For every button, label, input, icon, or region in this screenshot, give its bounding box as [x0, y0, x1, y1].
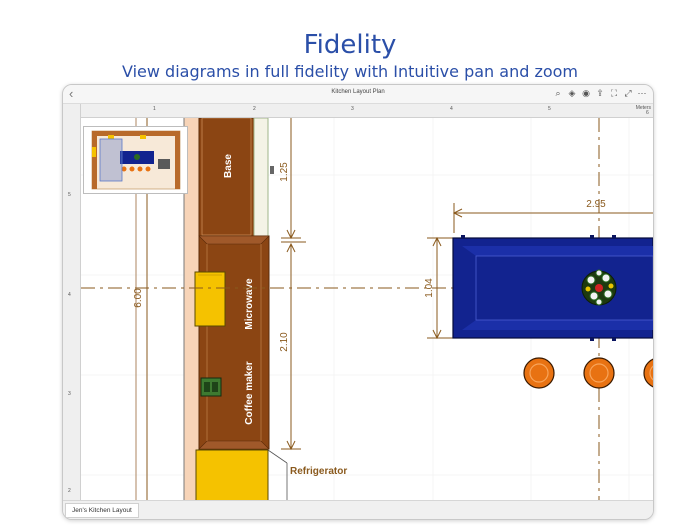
- dimension-middle: [281, 242, 301, 451]
- toolbar-icons: ⌕ ◈ ◉ ⇪ ⛶ ⤢ ⋯: [553, 88, 647, 98]
- ruler-tick-label: 2: [253, 106, 256, 112]
- ruler-tick-label: 6: [646, 110, 649, 116]
- ruler-tick-label: 1: [153, 106, 156, 112]
- ruler-tick-label: 4: [450, 106, 453, 112]
- document-title: Kitchen Layout Plan: [331, 89, 385, 95]
- stool: [643, 358, 653, 388]
- kitchen-diagram: Base Microwave Coffee maker Refrigerator: [81, 118, 653, 500]
- minimap-thumbnail: [91, 130, 181, 190]
- dimension-island-depth-label: 1.04: [424, 278, 435, 298]
- eye-icon[interactable]: ◉: [582, 88, 590, 98]
- ruler-top: 1 2 3 4 5 6 Meters: [81, 104, 653, 118]
- minimap-viewport: [99, 138, 123, 182]
- dimension-upper: [281, 118, 306, 243]
- dimension-middle-label: 2.10: [279, 332, 290, 352]
- diagram-canvas[interactable]: Base Microwave Coffee maker Refrigerator: [81, 118, 653, 500]
- base-side-panel: [253, 118, 269, 237]
- ruler-left: 5 4 3 2: [63, 104, 81, 500]
- back-button[interactable]: ‹: [69, 86, 74, 101]
- app-window: ‹ Kitchen Layout Plan ⌕ ◈ ◉ ⇪ ⛶ ⤢ ⋯ 1 2 …: [62, 84, 654, 520]
- ruler-unit-label: Meters: [635, 105, 651, 111]
- plant-decoration: [581, 269, 617, 306]
- dimension-island-width-label: 2.95: [586, 199, 606, 210]
- ruler-tick-label: 5: [68, 192, 71, 198]
- ruler-tick-label: 3: [351, 106, 354, 112]
- microwave-label: Microwave: [244, 278, 255, 330]
- microwave-appliance: [194, 271, 226, 327]
- ruler-tick-label: 3: [68, 391, 71, 397]
- refrigerator-appliance: [195, 449, 269, 500]
- minimap[interactable]: [83, 126, 188, 194]
- ruler-tick-label: 2: [68, 488, 71, 494]
- floor-strip: [184, 118, 199, 500]
- stool: [583, 357, 615, 389]
- counter-cabinet: [198, 235, 270, 450]
- fit-screen-icon[interactable]: ⛶: [610, 88, 618, 98]
- base-cabinet: [198, 118, 255, 239]
- ruler-tick-label: 4: [68, 292, 71, 298]
- layers-icon[interactable]: ◈: [568, 88, 576, 98]
- expand-icon[interactable]: ⤢: [624, 88, 632, 98]
- page-tab[interactable]: Jen's Kitchen Layout: [65, 503, 139, 518]
- dimension-upper-label: 1.25: [279, 162, 290, 182]
- hero-subtitle: View diagrams in full fidelity with Intu…: [121, 62, 579, 81]
- search-icon[interactable]: ⌕: [555, 88, 561, 98]
- dimension-left-wall-label: 6.00: [133, 288, 144, 308]
- dimension-island-width: [452, 203, 653, 233]
- ruler-tick-label: 5: [548, 106, 551, 112]
- refrigerator-label: Refrigerator: [290, 466, 347, 477]
- hero-title: Fidelity: [303, 30, 397, 60]
- stool: [523, 357, 555, 389]
- share-icon[interactable]: ⇪: [596, 88, 604, 98]
- toolbar: ‹ Kitchen Layout Plan ⌕ ◈ ◉ ⇪ ⛶ ⤢ ⋯: [63, 85, 653, 104]
- coffee-maker-label: Coffee maker: [244, 361, 255, 424]
- base-label: Base: [223, 154, 234, 178]
- more-icon[interactable]: ⋯: [637, 88, 647, 98]
- statusbar: Jen's Kitchen Layout: [63, 500, 653, 519]
